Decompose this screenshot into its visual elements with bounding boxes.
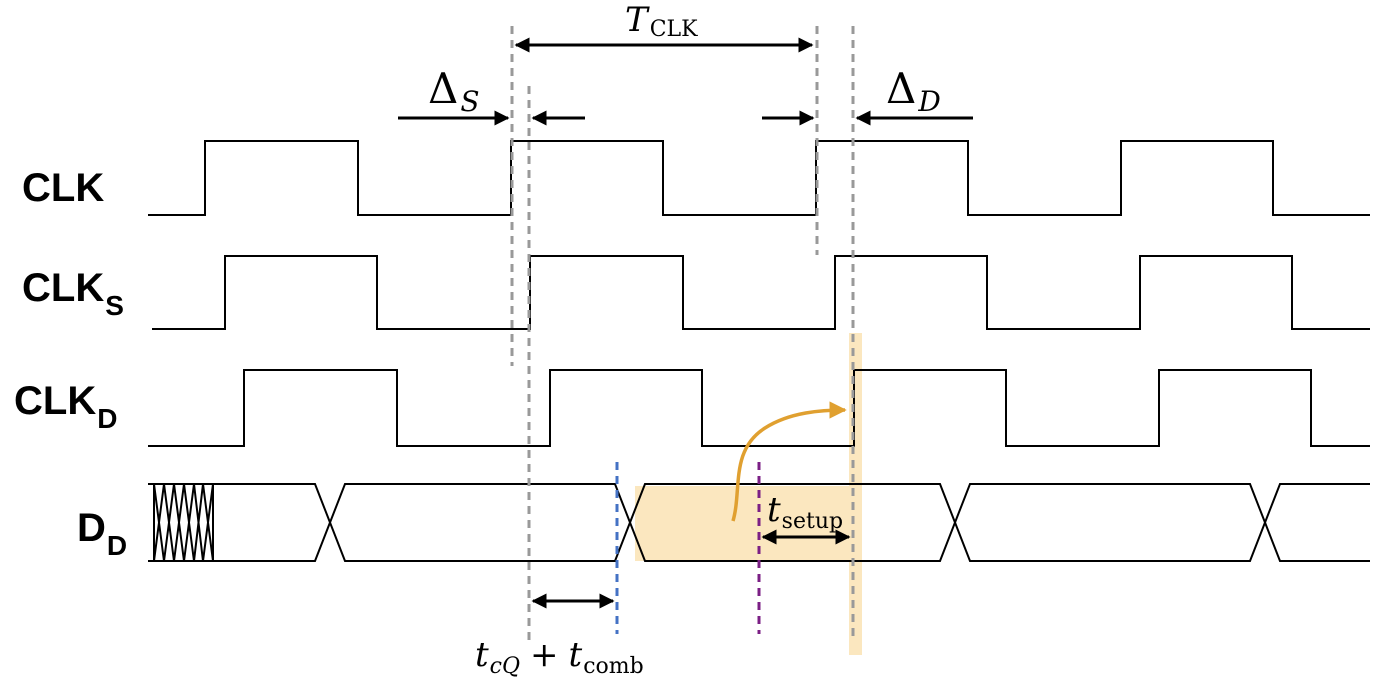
d-d-waveform bbox=[148, 483, 1370, 562]
delta-s-label: ΔS bbox=[428, 64, 480, 118]
label-d-d: DD bbox=[77, 506, 127, 561]
delta-d-label: ΔD bbox=[886, 64, 941, 118]
t-clk-label: TCLK bbox=[625, 0, 698, 42]
t-cq-comb-label: tcQ+tcomb bbox=[475, 635, 644, 679]
label-clk: CLK bbox=[22, 166, 104, 210]
clk-waveform bbox=[148, 140, 1370, 216]
capture-edge-highlight bbox=[849, 333, 862, 655]
clk-d-waveform bbox=[148, 369, 1370, 447]
t-setup-label: tsetup bbox=[767, 490, 843, 534]
clk-s-waveform bbox=[152, 255, 1370, 330]
data-path-arrow bbox=[731, 401, 847, 522]
label-clk-d: CLKD bbox=[14, 379, 117, 434]
label-clk-s: CLKS bbox=[22, 266, 124, 321]
